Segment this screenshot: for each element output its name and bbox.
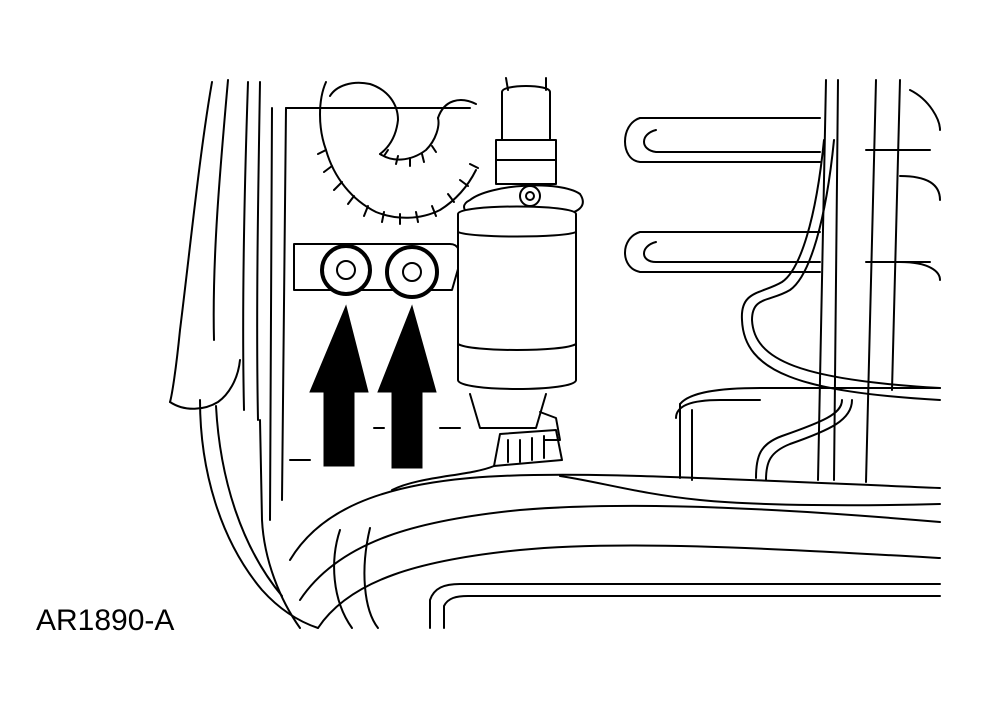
right-frame: [624, 79, 941, 483]
fuel-line-connector: [391, 429, 563, 491]
mounting-bracket: [269, 107, 471, 521]
fuel-pump-assembly: [457, 77, 584, 441]
bolt-right: [385, 245, 439, 299]
tank-tubes: [289, 473, 941, 629]
arrow-right: [377, 304, 437, 469]
left-trim-panel: [169, 79, 319, 629]
bolt-left: [320, 244, 372, 296]
figure-id-label: AR1890-A: [36, 604, 175, 637]
fuel-pipes: [675, 139, 941, 481]
callout-arrows: [309, 304, 437, 469]
arrow-left: [309, 304, 369, 467]
gear-sector: [317, 81, 479, 225]
